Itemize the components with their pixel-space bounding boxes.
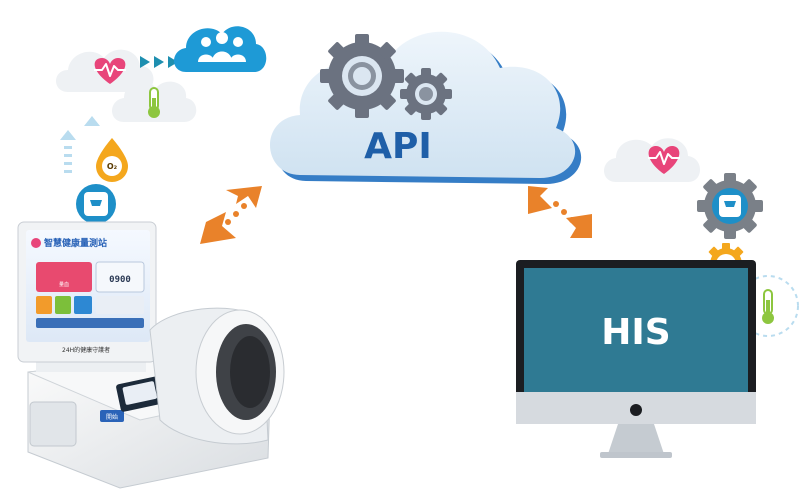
blood-pressure-cuff <box>149 307 285 445</box>
his-monitor: HIS <box>516 260 756 458</box>
kiosk-tile-label: 量血 <box>59 281 69 288</box>
card-reader <box>116 376 164 412</box>
gear-small-icon <box>400 68 452 120</box>
thermometer-icon-right <box>762 289 774 324</box>
thermometer-cloud <box>112 81 197 122</box>
his-label: HIS <box>601 312 670 353</box>
progress-arrows <box>140 56 178 68</box>
monitor-power-button[interactable] <box>630 404 642 416</box>
heart-cloud-right <box>604 138 700 182</box>
thermometer-icon <box>148 87 160 118</box>
gear-large-icon <box>320 34 404 118</box>
kiosk-clock: 0900 <box>109 275 131 285</box>
kiosk-tile-blood-pressure[interactable] <box>36 262 92 292</box>
family-cloud <box>174 26 267 72</box>
oxygen-drop: O₂ <box>96 138 128 182</box>
kiosk-start-label: 開始 <box>106 413 118 421</box>
oxygen-icon: O₂ <box>107 162 118 171</box>
health-kiosk: 智慧健康量測站 量血 0900 24H的健康守護者 開始 <box>17 221 285 489</box>
scale-badge <box>76 184 116 224</box>
family-icon <box>198 32 246 62</box>
kiosk-footer: 24H的健康守護者 <box>62 346 110 354</box>
scale-gear <box>697 173 763 239</box>
heart-icon <box>94 58 126 84</box>
kiosk-title: 智慧健康量測站 <box>44 237 107 249</box>
heart-cloud <box>56 49 154 92</box>
api-cloud: API <box>269 31 582 184</box>
kiosk-start-button[interactable] <box>100 410 124 422</box>
upload-arrows <box>60 116 100 173</box>
heart-icon-right <box>648 146 680 174</box>
api-label: API <box>364 126 432 167</box>
arrow-kiosk-api <box>200 186 262 244</box>
arrow-api-his <box>528 186 592 238</box>
